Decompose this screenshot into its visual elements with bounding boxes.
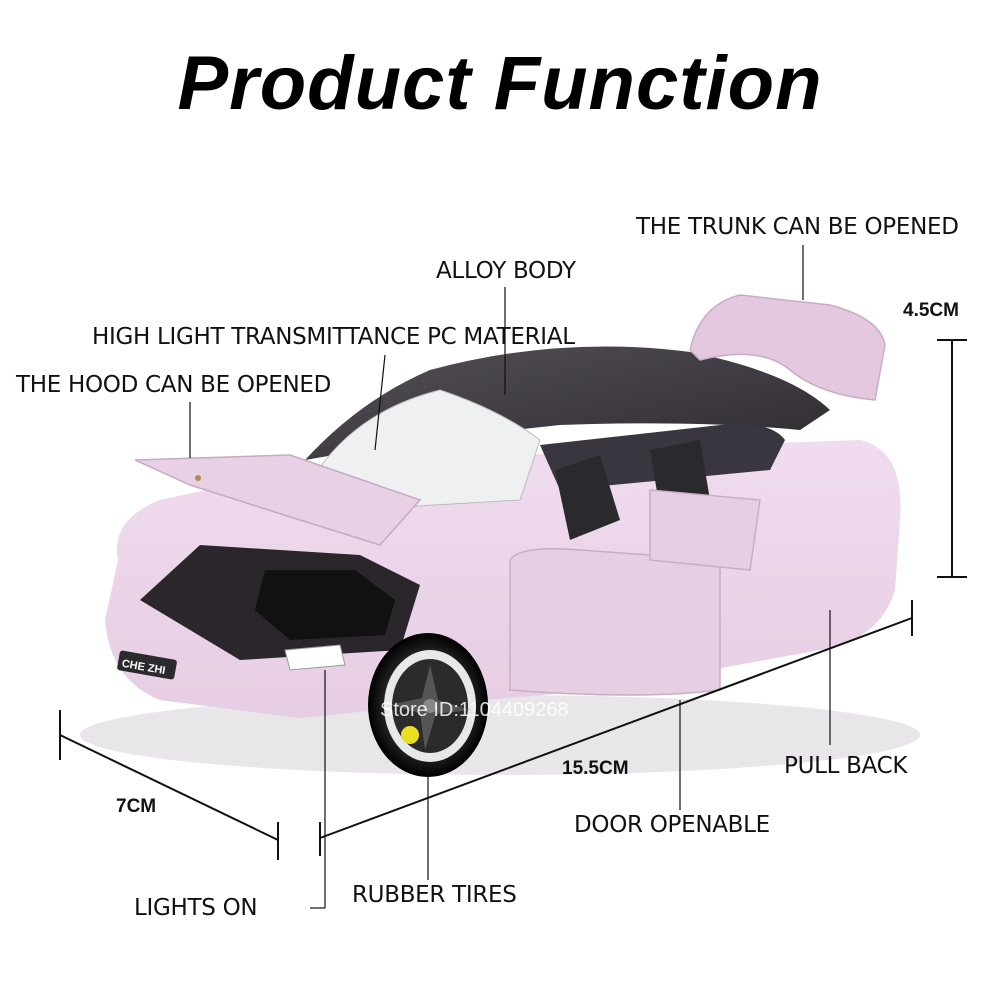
label-pull-back: PULL BACK <box>784 753 908 779</box>
label-trunk: THE TRUNK CAN BE OPENED <box>636 214 959 240</box>
store-watermark: Store ID:1104409268 <box>380 699 569 721</box>
dimension-height: 4.5CM <box>903 300 959 321</box>
label-door: DOOR OPENABLE <box>574 812 770 838</box>
dimension-lines <box>59 339 967 860</box>
leader-lines <box>189 245 831 909</box>
label-hood: THE HOOD CAN BE OPENED <box>16 372 331 398</box>
label-tires: RUBBER TIRES <box>352 882 517 908</box>
page-title: Product Function <box>177 41 823 126</box>
windshield <box>317 389 541 511</box>
dimension-length: 15.5CM <box>562 758 629 779</box>
label-alloy-body: ALLOY BODY <box>436 258 576 284</box>
front-plate <box>117 650 177 680</box>
front-wheel <box>368 633 488 777</box>
dimension-width: 7CM <box>116 796 157 817</box>
open-hood <box>134 454 422 546</box>
label-pc-material: HIGH LIGHT TRANSMITTANCE PC MATERIAL <box>92 324 575 350</box>
open-trunk-lid <box>689 294 886 401</box>
headlight <box>284 644 346 671</box>
open-door <box>509 548 721 696</box>
label-lights: LIGHTS ON <box>134 895 258 921</box>
